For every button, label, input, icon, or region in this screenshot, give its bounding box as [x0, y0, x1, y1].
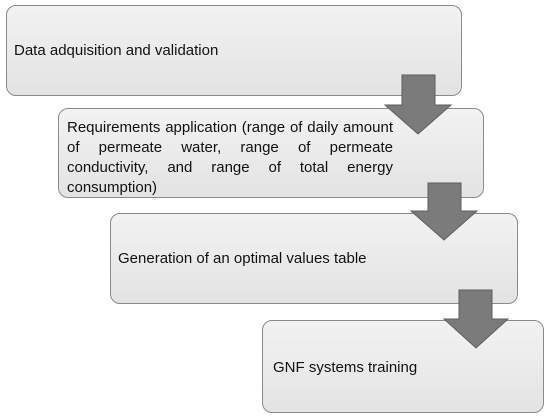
step-3-label: Generation of an optimal values table: [118, 250, 367, 267]
step-4-box: GNF systems training: [262, 320, 544, 413]
step-4-label: GNF systems training: [273, 359, 418, 376]
step-2-box: Requirements application (range of daily…: [58, 108, 484, 198]
step-3-box: Generation of an optimal values table: [110, 213, 518, 304]
step-1-label: Data adquisition and validation: [14, 42, 219, 59]
step-1-box: Data adquisition and validation: [6, 5, 462, 96]
step-2-label: Requirements application (range of daily…: [67, 119, 393, 196]
